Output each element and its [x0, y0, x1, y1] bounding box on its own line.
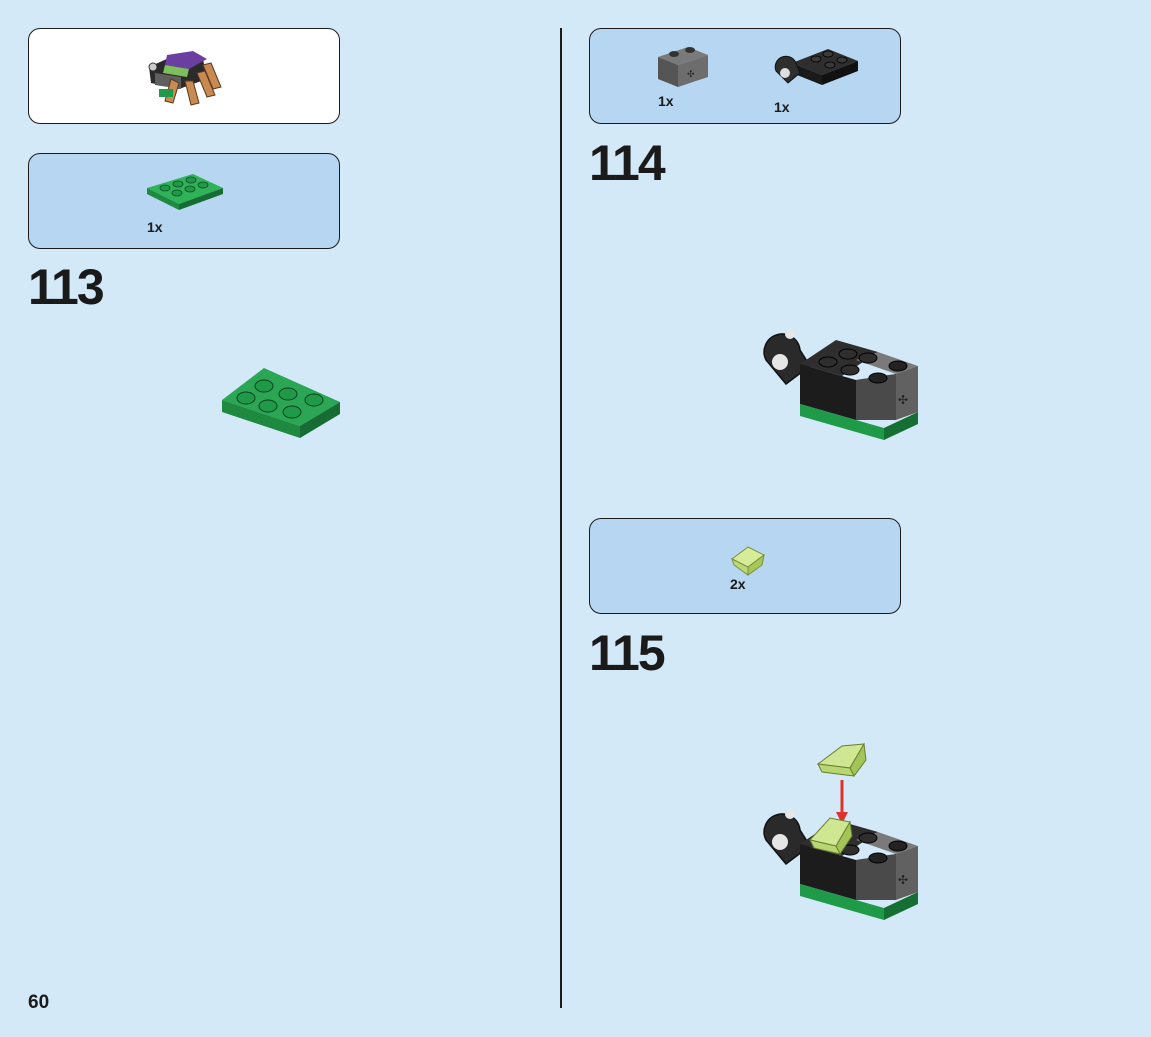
parts-list-115: 2x	[589, 518, 901, 614]
green-plate-2x3-icon	[147, 174, 223, 210]
parts-list-113: 1x	[28, 153, 340, 249]
svg-text:✣: ✣	[898, 873, 908, 887]
assembly-with-lime-slope-icon: ✣	[763, 742, 918, 920]
part-quantity: 1x	[774, 99, 790, 115]
column-divider	[560, 28, 562, 1008]
lime-slope-1x1-icon	[816, 742, 867, 777]
step-number-115: 115	[589, 625, 666, 681]
parts-list-114: ✣ 1x 1x	[589, 28, 901, 124]
svg-text:✣: ✣	[898, 393, 908, 407]
lime-slope-1x1-icon	[731, 546, 765, 576]
green-plate-2x3-icon	[222, 368, 340, 438]
part-quantity: 1x	[658, 93, 674, 109]
step-number-113: 113	[28, 259, 105, 315]
part-quantity: 2x	[730, 576, 746, 592]
svg-text:✣: ✣	[687, 70, 695, 80]
step-number-114: 114	[589, 135, 666, 191]
part-quantity: 1x	[147, 219, 163, 235]
black-gray-assembly-icon: ✣	[763, 329, 918, 440]
gray-technic-brick-1x2-icon: ✣	[658, 47, 708, 87]
black-plate-with-clip-icon	[774, 49, 858, 85]
spider-submodel-icon	[148, 51, 222, 106]
page-number: 60	[28, 992, 50, 1013]
submodel-callout	[28, 28, 340, 124]
